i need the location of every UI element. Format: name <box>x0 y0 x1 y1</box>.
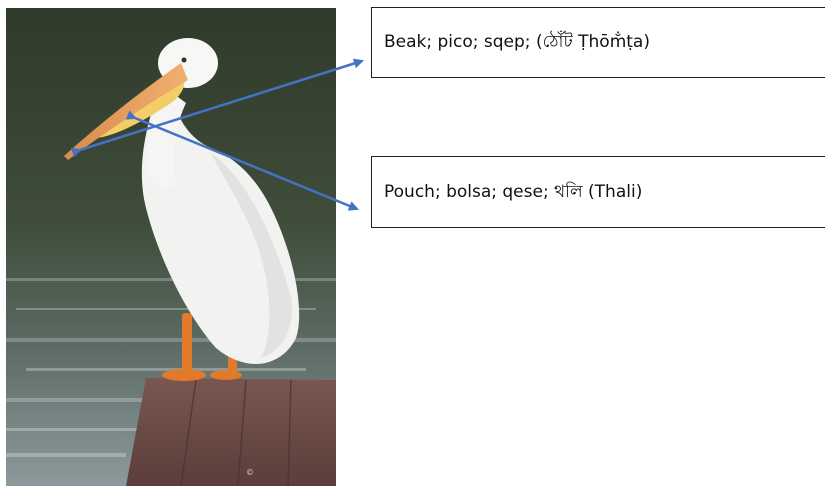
pelican-photo: © <box>6 8 336 486</box>
label-beak-text: Beak; pico; sqep; (ঠোঁট Ṭhōm̐ṭa) <box>384 32 650 52</box>
photo-watermark: © <box>246 468 254 477</box>
wooden-dock <box>126 378 336 486</box>
pelican-eye <box>181 57 187 63</box>
dock-planks <box>180 379 292 486</box>
pelican-wing-shadow <box>211 153 292 358</box>
label-beak: Beak; pico; sqep; (ঠোঁট Ṭhōm̐ṭa) <box>371 7 825 78</box>
water-reflections <box>6 278 336 457</box>
label-pouch: Pouch; bolsa; qese; থলি (Thali) <box>371 156 825 228</box>
label-pouch-text: Pouch; bolsa; qese; থলি (Thali) <box>384 181 643 202</box>
pelican-photo-drawing <box>6 8 336 486</box>
